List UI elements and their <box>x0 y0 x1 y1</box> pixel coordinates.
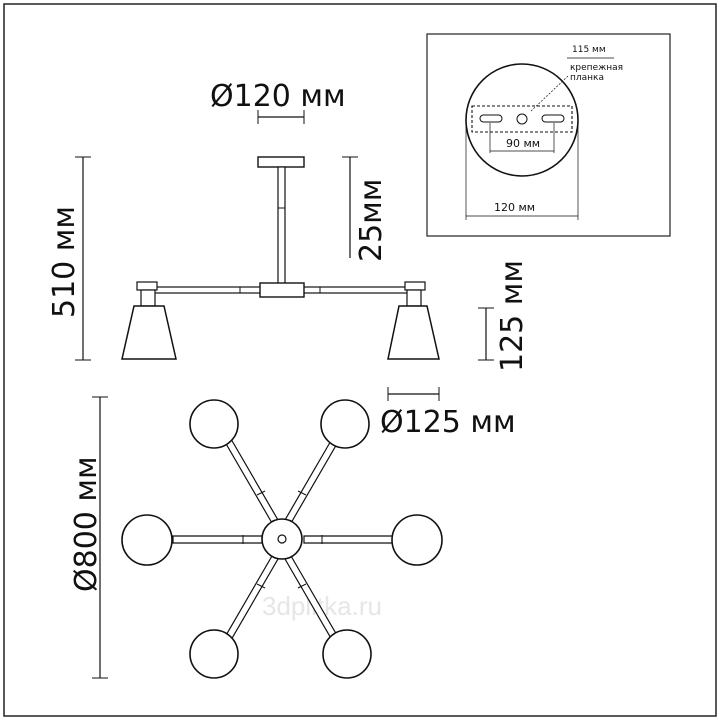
right-socket <box>406 289 422 307</box>
arm-right <box>303 535 394 544</box>
globe-right <box>391 514 443 566</box>
joint-upper-right <box>297 490 307 496</box>
top-view: Ø800 мм <box>69 396 443 679</box>
globe-upper-left <box>189 399 239 449</box>
mounting-bracket <box>471 105 573 133</box>
right-lamp-shade <box>387 305 440 360</box>
hole-spacing-label: 90 мм <box>506 137 540 150</box>
joint-lower-right <box>297 583 307 589</box>
diameter-label: Ø800 мм <box>69 456 104 592</box>
left-lamp-shade <box>121 305 177 360</box>
canopy-width-label: 120 мм <box>494 201 535 214</box>
ceiling-canopy <box>257 156 305 168</box>
rod-dimension-label: 25мм <box>354 179 389 262</box>
arm-upper-right <box>284 438 339 524</box>
bracket-label-1: крепежная <box>570 63 623 73</box>
bracket-center-hole <box>516 113 528 125</box>
bracket-leader <box>529 75 569 113</box>
left-socket <box>140 289 156 307</box>
joint-lower-left <box>256 583 266 589</box>
drawing-border <box>3 3 717 717</box>
arm-hub <box>259 282 305 298</box>
joint-upper-left <box>256 490 266 496</box>
arm-left <box>172 535 263 544</box>
side-view: Ø120 мм 25мм 510 мм 1 <box>47 79 530 440</box>
shade-height-label: 125 мм <box>495 260 530 372</box>
bracket-slot-right <box>541 114 565 123</box>
center-hub-inner <box>277 534 287 544</box>
globe-lower-right <box>322 629 372 679</box>
top-arm-joints <box>242 490 323 589</box>
left-socket-cap <box>136 281 158 291</box>
height-label: 510 мм <box>47 206 82 318</box>
shade-diameter-label: Ø125 мм <box>380 405 516 440</box>
globe-lower-left <box>189 629 239 679</box>
arm-upper-left <box>224 438 279 524</box>
right-socket-cap <box>404 281 426 291</box>
bracket-slot-left <box>479 114 503 123</box>
suspension-rod <box>277 166 286 286</box>
canopy-circle <box>465 63 579 177</box>
slot-spacing-label: 115 мм <box>572 45 606 55</box>
globe-left <box>121 514 173 566</box>
bracket-label-2: планка <box>570 73 604 83</box>
canopy-diameter-label: Ø120 мм <box>210 79 346 114</box>
globe-upper-right <box>320 399 370 449</box>
mounting-detail-inset: 115 мм крепежная планка 90 мм 120 мм <box>426 33 671 237</box>
top-arms <box>172 438 394 641</box>
